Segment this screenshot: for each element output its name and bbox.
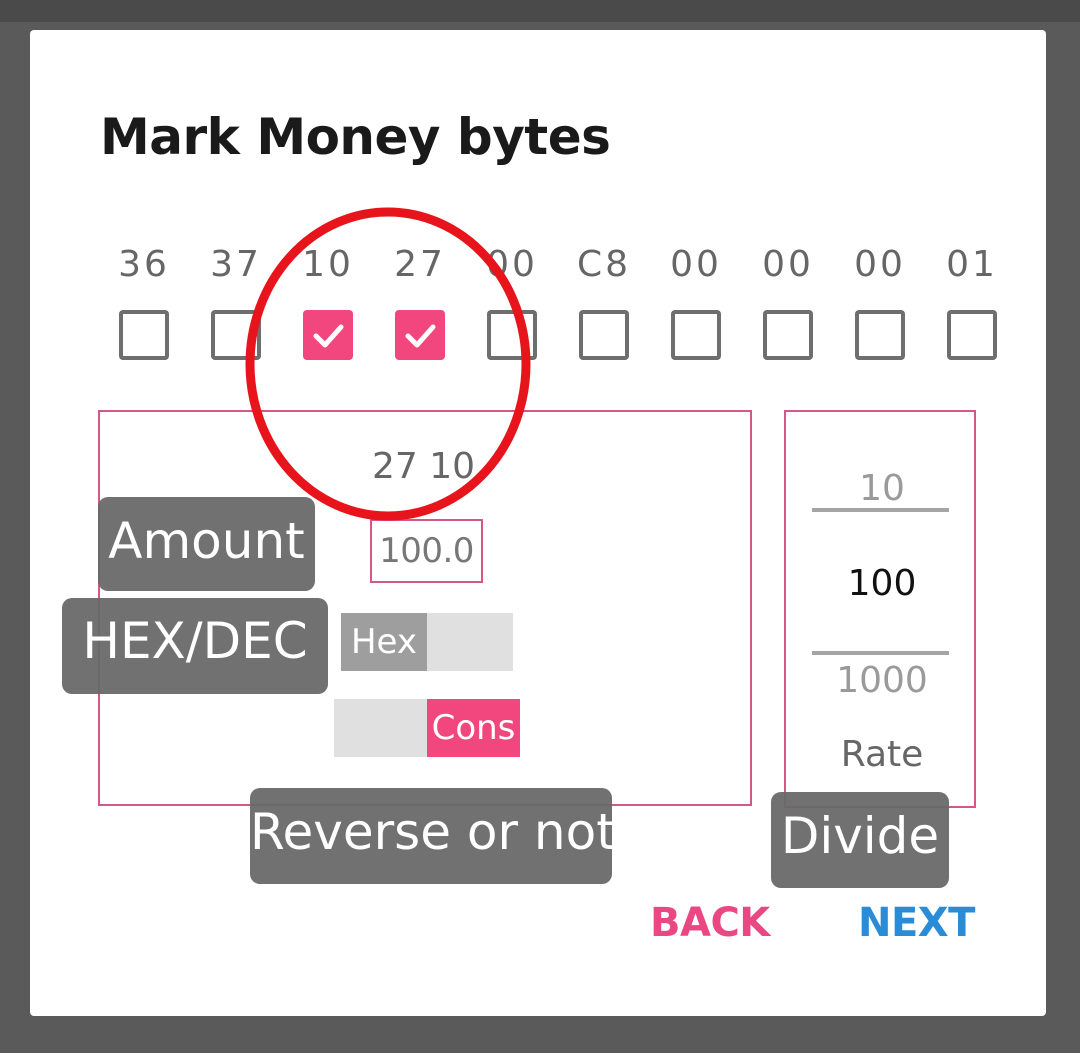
annotation-reverse: Reverse or not (250, 788, 616, 884)
merged-bytes-value: 27 10 (372, 446, 476, 487)
dialog-title: Mark Money bytes (100, 108, 611, 166)
byte-checkbox[interactable] (303, 310, 353, 360)
reverse-toggle[interactable]: Cons (334, 699, 520, 757)
byte-checkbox[interactable] (395, 310, 445, 360)
hex-toggle-knob: Hex (341, 613, 427, 671)
cons-toggle-knob: Cons (427, 699, 520, 757)
amount-field[interactable]: 100.0 (370, 519, 483, 583)
status-bar-strip (0, 0, 1080, 22)
check-icon (405, 324, 436, 348)
byte-list: 36 37 10 27 00 C8 00 00 00 01 (100, 230, 997, 380)
byte-label: 10 (302, 244, 354, 285)
picker-divider-bottom (812, 651, 949, 655)
picker-divider-top (812, 508, 949, 512)
byte-label: 27 (394, 244, 446, 285)
byte-checkbox[interactable] (763, 310, 813, 360)
byte-label: 01 (946, 244, 998, 285)
annotation-amount: Amount (98, 497, 315, 591)
rate-option-selected[interactable]: 100 (847, 563, 917, 604)
byte-checkbox[interactable] (671, 310, 721, 360)
rate-label: Rate (840, 734, 924, 775)
byte-checkbox[interactable] (579, 310, 629, 360)
byte-label: C8 (576, 244, 632, 285)
byte-label: 00 (486, 244, 538, 285)
check-icon (313, 324, 344, 348)
back-button[interactable]: BACK (650, 900, 770, 946)
byte-label: 36 (118, 244, 170, 285)
byte-label: 00 (670, 244, 722, 285)
byte-label: 37 (210, 244, 262, 285)
byte-checkbox[interactable] (119, 310, 169, 360)
hex-dec-toggle[interactable]: Hex (341, 613, 513, 671)
byte-checkbox[interactable] (211, 310, 261, 360)
byte-checkbox[interactable] (487, 310, 537, 360)
byte-label: 00 (762, 244, 814, 285)
byte-checkbox[interactable] (947, 310, 997, 360)
rate-option-prev[interactable]: 10 (859, 468, 905, 509)
next-button[interactable]: NEXT (858, 900, 975, 946)
annotation-divide: Divide (771, 792, 949, 888)
byte-label: 00 (854, 244, 906, 285)
annotation-hex-dec: HEX/DEC (62, 598, 328, 694)
rate-option-next[interactable]: 1000 (836, 660, 928, 701)
byte-checkbox[interactable] (855, 310, 905, 360)
